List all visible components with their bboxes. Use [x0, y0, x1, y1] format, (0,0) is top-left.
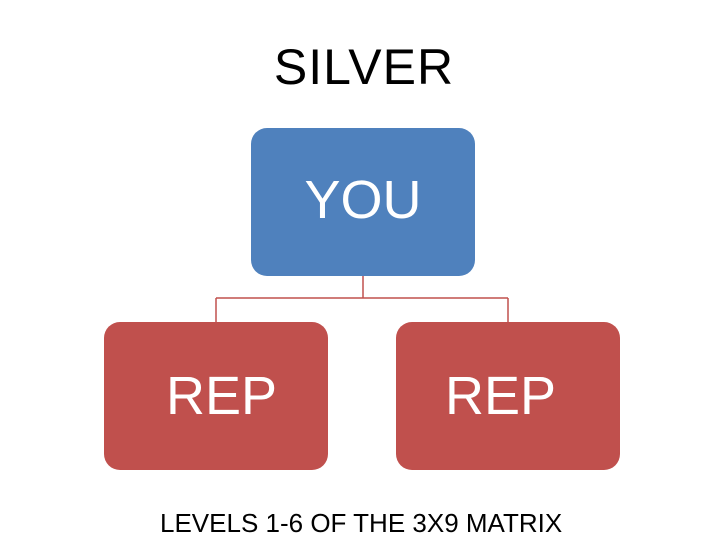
diagram-title: SILVER [273, 39, 455, 95]
node-rep-right: REP [396, 322, 620, 470]
node-you: YOU [251, 128, 475, 276]
footer-caption: LEVELS 1-6 OF THE 3X9 MATRIX [160, 508, 563, 538]
node-rep-right-label: REP [444, 366, 556, 426]
node-rep-left-label: REP [166, 366, 278, 426]
node-you-label: YOU [304, 170, 422, 230]
node-rep-left: REP [104, 322, 328, 470]
